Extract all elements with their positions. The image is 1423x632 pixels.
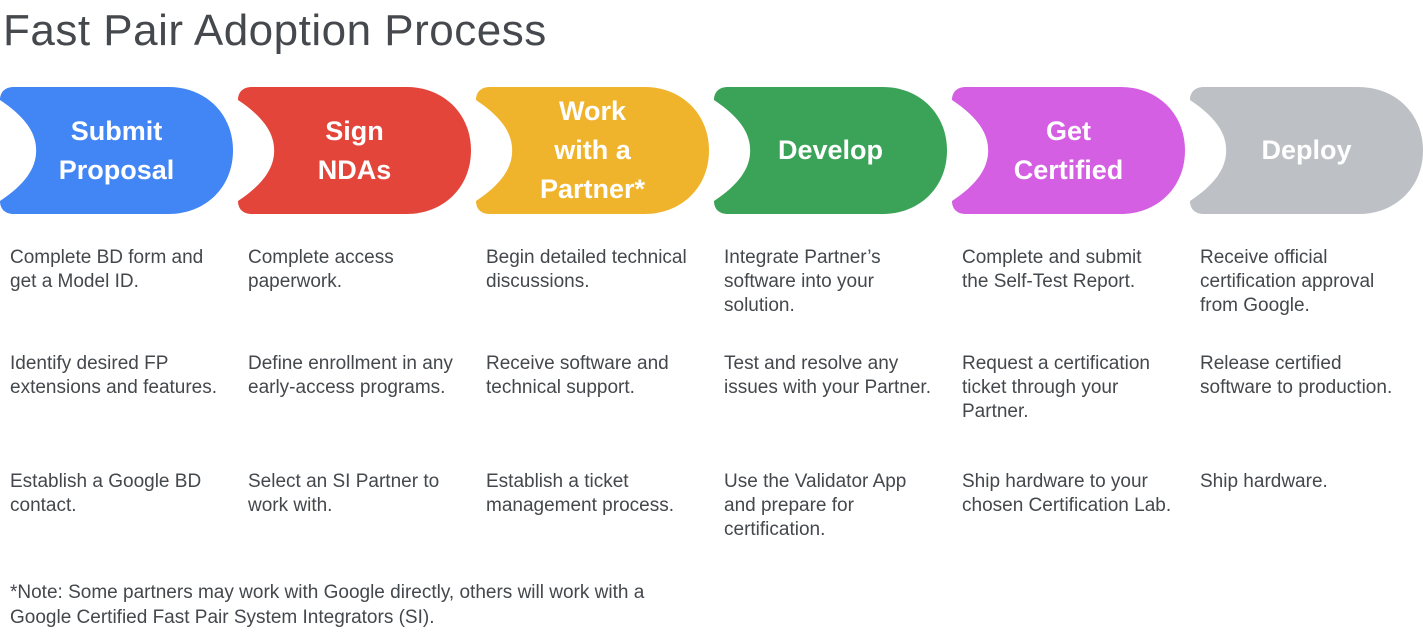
stage-shape-arrow [476, 87, 709, 214]
stage-get-certified: Get Certified [952, 87, 1185, 214]
tasks-deploy: Receive official certification approval … [1190, 246, 1423, 542]
task-item: Receive official certification approval … [1200, 247, 1375, 316]
tasks-submit-proposal: Complete BD form and get a Model ID. Ide… [0, 246, 233, 542]
tasks-develop: Integrate Partner’s software into your s… [714, 246, 947, 542]
task-item: Complete and submit the Self-Test Report… [962, 247, 1142, 292]
task-item: Test and resolve any issues with your Pa… [724, 353, 931, 398]
task-item: Complete access paperwork. [248, 247, 394, 292]
task-item: Release certified software to production… [1200, 353, 1393, 398]
task-item: Integrate Partner’s software into your s… [724, 247, 881, 316]
tasks-sign-ndas: Complete access paperwork. Define enroll… [238, 246, 471, 542]
task-item: Complete BD form and get a Model ID. [10, 247, 204, 292]
stage-shape-arrow [714, 87, 947, 214]
stage-submit-proposal: Submit Proposal [0, 87, 233, 214]
stage-shape-path [952, 87, 1185, 214]
task-item: Begin detailed technical discussions. [486, 247, 687, 292]
stage-develop: Develop [714, 87, 947, 214]
stage-deploy: Deploy [1190, 87, 1423, 214]
stage-shape-path [238, 87, 471, 214]
task-item: Receive software and technical support. [486, 353, 669, 398]
stage-sign-ndas: Sign NDAs [238, 87, 471, 214]
task-item: Establish a Google BD contact. [10, 471, 202, 516]
stage-shape-arrow [952, 87, 1185, 214]
stage-shape-path [1190, 87, 1423, 214]
stage-shape-arrow [238, 87, 471, 214]
tasks-get-certified: Complete and submit the Self-Test Report… [952, 246, 1185, 542]
task-item: Ship hardware. [1200, 471, 1328, 492]
stage-task-columns: Complete BD form and get a Model ID. Ide… [0, 246, 1423, 542]
stage-shape-path [714, 87, 947, 214]
task-item: Ship hardware to your chosen Certificati… [962, 471, 1172, 516]
task-item: Request a certification ticket through y… [962, 353, 1150, 422]
stage-work-with-partner: Work with a Partner* [476, 87, 709, 214]
process-stages-row: Submit Proposal Sign NDAs Work with a Pa… [0, 87, 1423, 214]
stage-shape-path [0, 87, 233, 214]
tasks-work-with-partner: Begin detailed technical discussions. Re… [476, 246, 709, 542]
stage-shape-arrow [1190, 87, 1423, 214]
task-item: Establish a ticket management process. [486, 471, 674, 516]
stage-shape-path [476, 87, 709, 214]
page-title: Fast Pair Adoption Process [3, 6, 547, 55]
stage-shape-arrow [0, 87, 233, 214]
footnote-si-partner-note: *Note: Some partners may work with Googl… [10, 582, 645, 628]
task-item: Define enrollment in any early-access pr… [248, 353, 453, 398]
task-item: Select an SI Partner to work with. [248, 471, 440, 516]
task-item: Use the Validator App and prepare for ce… [724, 471, 907, 540]
task-item: Identify desired FP extensions and featu… [10, 353, 218, 398]
